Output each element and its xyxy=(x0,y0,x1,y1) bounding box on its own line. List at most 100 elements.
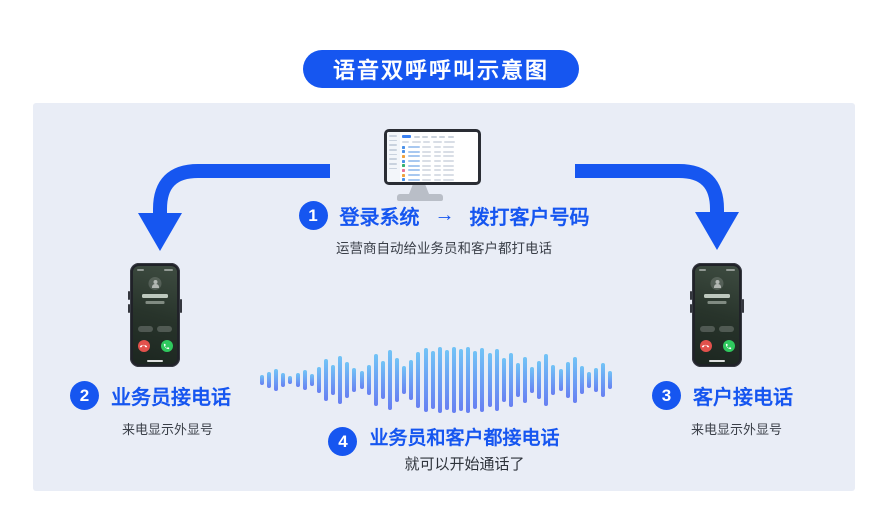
diagram-panel: 1 登录系统 → 拨打客户号码 运营商自动给业务员和客户都打电话 xyxy=(33,103,855,491)
waveform-bar xyxy=(437,347,442,413)
call-options xyxy=(133,326,177,332)
step-2-number-badge: 2 xyxy=(70,381,99,410)
step-1-action: 登录系统 xyxy=(339,207,420,229)
home-indicator xyxy=(147,359,163,362)
step-2: 2 业务员接电话 来电显示外显号 xyxy=(70,381,231,438)
waveform-bar xyxy=(331,365,336,395)
waveform-bar xyxy=(587,372,592,388)
step-1-target: 拨打客户号码 xyxy=(469,207,590,229)
caller-number-placeholder xyxy=(142,294,168,298)
waveform-bar xyxy=(359,371,364,389)
waveform-bar xyxy=(558,369,563,391)
waveform-bar xyxy=(508,353,513,407)
caller-avatar-icon xyxy=(710,277,724,290)
remind-pill-button xyxy=(700,326,715,332)
waveform-bar xyxy=(430,351,435,409)
waveform-bar xyxy=(338,356,343,404)
call-options xyxy=(695,326,739,332)
desktop-monitor xyxy=(384,129,481,185)
step-1-subtitle: 运营商自动给业务员和客户都打电话 xyxy=(336,241,552,256)
audio-waveform xyxy=(260,347,613,413)
monitor-stand-base xyxy=(397,194,443,201)
crm-table-row xyxy=(402,163,476,168)
right-arrow-glyph: → xyxy=(434,204,455,226)
crm-table-row xyxy=(402,178,476,183)
status-bar-signal xyxy=(726,269,735,271)
status-bar-time xyxy=(137,269,144,271)
waveform-bar xyxy=(260,375,264,385)
crm-table-row xyxy=(402,159,476,164)
waveform-bar xyxy=(494,349,499,411)
caller-avatar-icon xyxy=(148,277,162,290)
waveform-bar xyxy=(281,373,286,387)
step-4-subtitle: 就可以开始通话了 xyxy=(404,456,525,473)
crm-sidebar xyxy=(387,132,400,182)
home-indicator xyxy=(709,359,725,362)
waveform-bar xyxy=(608,371,613,389)
waveform-bar xyxy=(352,368,357,392)
remind-pill-button xyxy=(138,326,153,332)
waveform-bar xyxy=(423,348,428,412)
step-4-title: 业务员和客户都接电话 xyxy=(369,428,560,449)
crm-table-row xyxy=(402,168,476,173)
waveform-bar xyxy=(380,361,385,399)
waveform-bar xyxy=(515,363,520,397)
waveform-bar xyxy=(594,368,599,392)
crm-primary-button xyxy=(402,134,411,139)
waveform-bar xyxy=(544,354,549,406)
step-3: 3 客户接电话 来电显示外显号 xyxy=(652,381,793,438)
waveform-bar xyxy=(387,350,392,410)
crm-table-area xyxy=(400,132,478,182)
step-2-subtitle: 来电显示外显号 xyxy=(121,422,213,437)
caller-location-placeholder xyxy=(707,301,727,304)
step-2-title: 业务员接电话 xyxy=(111,387,231,409)
step-3-subtitle: 来电显示外显号 xyxy=(690,422,782,437)
waveform-bar xyxy=(501,358,506,402)
step-3-title: 客户接电话 xyxy=(693,387,793,409)
step-3-number-badge: 3 xyxy=(652,381,681,410)
status-bar-time xyxy=(699,269,706,271)
waveform-bar xyxy=(274,369,279,391)
crm-table-row xyxy=(402,173,476,178)
crm-table-header xyxy=(402,140,476,145)
waveform-bar xyxy=(373,354,378,406)
accept-call-icon xyxy=(722,340,735,352)
call-action-buttons xyxy=(133,340,177,352)
waveform-bar xyxy=(523,357,528,403)
waveform-bar xyxy=(395,358,400,402)
waveform-bar xyxy=(565,362,570,398)
status-bar-signal xyxy=(164,269,173,271)
crm-system-screen xyxy=(387,132,478,182)
waveform-bar xyxy=(302,370,307,390)
waveform-bar xyxy=(366,365,371,395)
step-1: 1 登录系统 → 拨打客户号码 xyxy=(33,201,855,230)
waveform-bar xyxy=(402,366,407,394)
waveform-bar xyxy=(295,373,300,387)
step-1-title: 登录系统 → 拨打客户号码 xyxy=(340,201,590,230)
waveform-bar xyxy=(487,353,492,407)
customer-phone xyxy=(690,263,744,367)
waveform-bar xyxy=(551,365,556,395)
waveform-bar xyxy=(459,349,464,411)
crm-toolbar xyxy=(402,133,476,140)
crm-table-row xyxy=(402,145,476,150)
crm-table-row xyxy=(402,154,476,159)
waveform-bar xyxy=(451,347,456,413)
decline-call-icon xyxy=(137,340,150,352)
waveform-bar xyxy=(537,361,542,399)
waveform-bar xyxy=(309,374,314,386)
waveform-bar xyxy=(601,363,606,397)
agent-incoming-call-screen xyxy=(133,266,177,364)
waveform-bar xyxy=(473,351,478,409)
agent-phone xyxy=(128,263,182,367)
step-1-number-badge: 1 xyxy=(298,201,328,230)
caller-location-placeholder xyxy=(145,301,165,304)
waveform-bar xyxy=(572,357,577,403)
waveform-bar xyxy=(530,367,535,393)
waveform-bar xyxy=(345,362,350,398)
title-text: 语音双呼呼叫示意图 xyxy=(332,58,550,83)
step-4-number-badge: 4 xyxy=(328,427,358,456)
call-action-buttons xyxy=(695,340,739,352)
waveform-bar xyxy=(579,366,584,394)
